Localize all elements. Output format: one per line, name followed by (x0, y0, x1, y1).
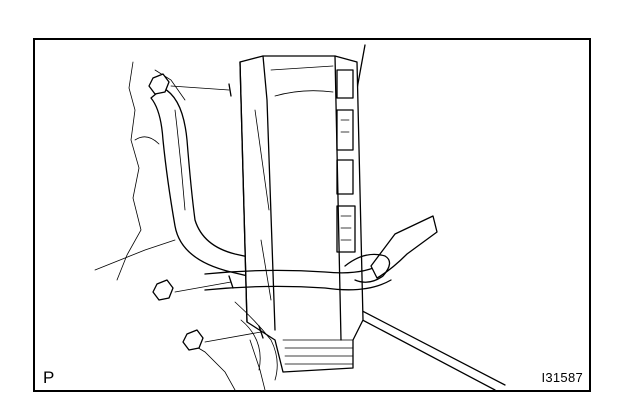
relay-block-body (239, 55, 364, 373)
nut-middle (152, 275, 234, 301)
component-illustration (94, 44, 506, 390)
wire-harness (204, 215, 438, 381)
illustration-frame: P I31587 (33, 38, 591, 392)
nut-lower (182, 325, 264, 351)
view-mark-label: P (43, 368, 55, 387)
illustration-code-label: I31587 (541, 370, 583, 385)
diagonal-brace (344, 301, 506, 386)
nut-upper (148, 73, 232, 97)
